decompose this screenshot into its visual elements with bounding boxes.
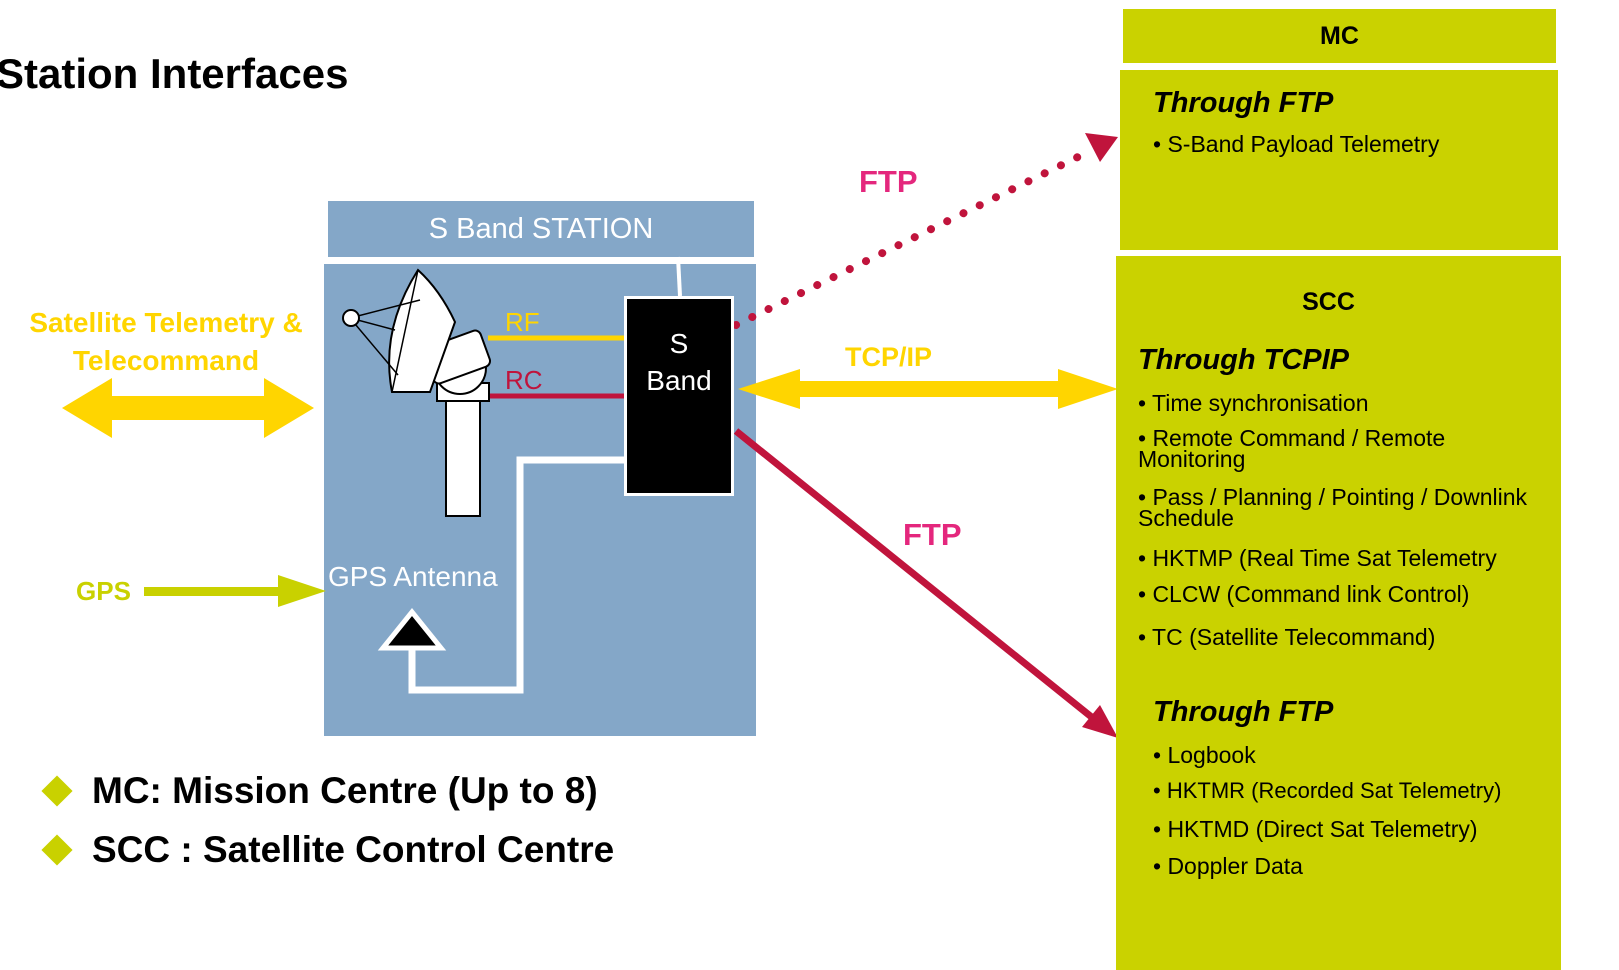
diamond-bullet-icon bbox=[41, 834, 73, 866]
gps-arrow-shaft bbox=[144, 587, 284, 596]
mc-item: • S-Band Payload Telemetry bbox=[1153, 131, 1440, 157]
scc-tcpip-item: • HKTMP (Real Time Sat Telemetry bbox=[1138, 545, 1497, 571]
sband-label-2: Band bbox=[646, 365, 712, 396]
legend-text: SCC : Satellite Control Centre bbox=[92, 829, 615, 870]
ftp-mc-link bbox=[732, 148, 1092, 329]
satellite-dish-icon bbox=[342, 268, 491, 517]
gps-antenna-label: GPS Antenna bbox=[328, 561, 498, 592]
scc-ftp-item: • HKTMR (Recorded Sat Telemetry) bbox=[1153, 778, 1502, 803]
mc-header: MC bbox=[1123, 9, 1556, 63]
scc-tcpip-item: • Remote Command / Remote Monitoring bbox=[1138, 425, 1446, 472]
scc-tcpip-item: • CLCW (Command link Control) bbox=[1138, 581, 1470, 607]
gps-antenna-icon bbox=[377, 608, 447, 651]
gps-cable bbox=[408, 456, 624, 694]
ftp-top-label: FTP bbox=[859, 164, 918, 199]
diamond-bullet-icon bbox=[41, 775, 73, 807]
ftp-bottom-label: FTP bbox=[903, 517, 962, 552]
header-connector bbox=[676, 256, 682, 297]
gps-label: GPS bbox=[76, 576, 131, 606]
scc-ftp-item: • Doppler Data bbox=[1153, 853, 1303, 879]
legend-item-mc: MC: Mission Centre (Up to 8) bbox=[41, 770, 598, 812]
mc-section-title: Through FTP bbox=[1153, 87, 1334, 119]
station-header: S Band STATION bbox=[328, 201, 754, 257]
sat-telemetry-arrow bbox=[62, 378, 314, 438]
mc-body: Through FTP • S-Band Payload Telemetry bbox=[1120, 70, 1558, 250]
rf-label: RF bbox=[505, 307, 540, 337]
rc-label: RC bbox=[505, 365, 543, 395]
scc-tcpip-item: • Pass / Planning / Pointing / Downlink … bbox=[1138, 484, 1528, 531]
sat-telemetry-label: Satellite Telemetry & Telecommand bbox=[8, 307, 324, 377]
scc-tcpip-item: • TC (Satellite Telecommand) bbox=[1138, 624, 1436, 650]
sat-telemetry-line1: Satellite Telemetry & bbox=[29, 307, 303, 338]
ftp-scc-arrowhead bbox=[1082, 705, 1118, 738]
scc-ftp-item: • HKTMD (Direct Sat Telemetry) bbox=[1153, 816, 1478, 842]
legend-item-scc: SCC : Satellite Control Centre bbox=[41, 829, 615, 871]
scc-tcpip-title: Through TCPIP bbox=[1138, 344, 1350, 376]
tcpip-label: TCP/IP bbox=[845, 342, 933, 372]
ftp-scc-link bbox=[733, 428, 1097, 722]
tcpip-arrow bbox=[738, 369, 1118, 409]
gps-arrow-head bbox=[278, 575, 326, 607]
sband-unit: S Band bbox=[624, 296, 734, 496]
scc-header: SCC bbox=[1302, 288, 1355, 316]
scc-ftp-item: • Logbook bbox=[1153, 742, 1256, 768]
scc-tcpip-item: • Time synchronisation bbox=[1138, 390, 1369, 416]
legend-text: MC: Mission Centre (Up to 8) bbox=[92, 770, 598, 811]
scc-ftp-title: Through FTP bbox=[1153, 696, 1334, 728]
sat-telemetry-line2: Telecommand bbox=[72, 345, 260, 376]
sband-label-1: S bbox=[669, 328, 689, 359]
page-title: Station Interfaces bbox=[0, 50, 349, 97]
scc-body: SCC Through TCPIP • Time synchronisation… bbox=[1116, 256, 1561, 970]
ftp-mc-arrowhead bbox=[1085, 133, 1118, 162]
